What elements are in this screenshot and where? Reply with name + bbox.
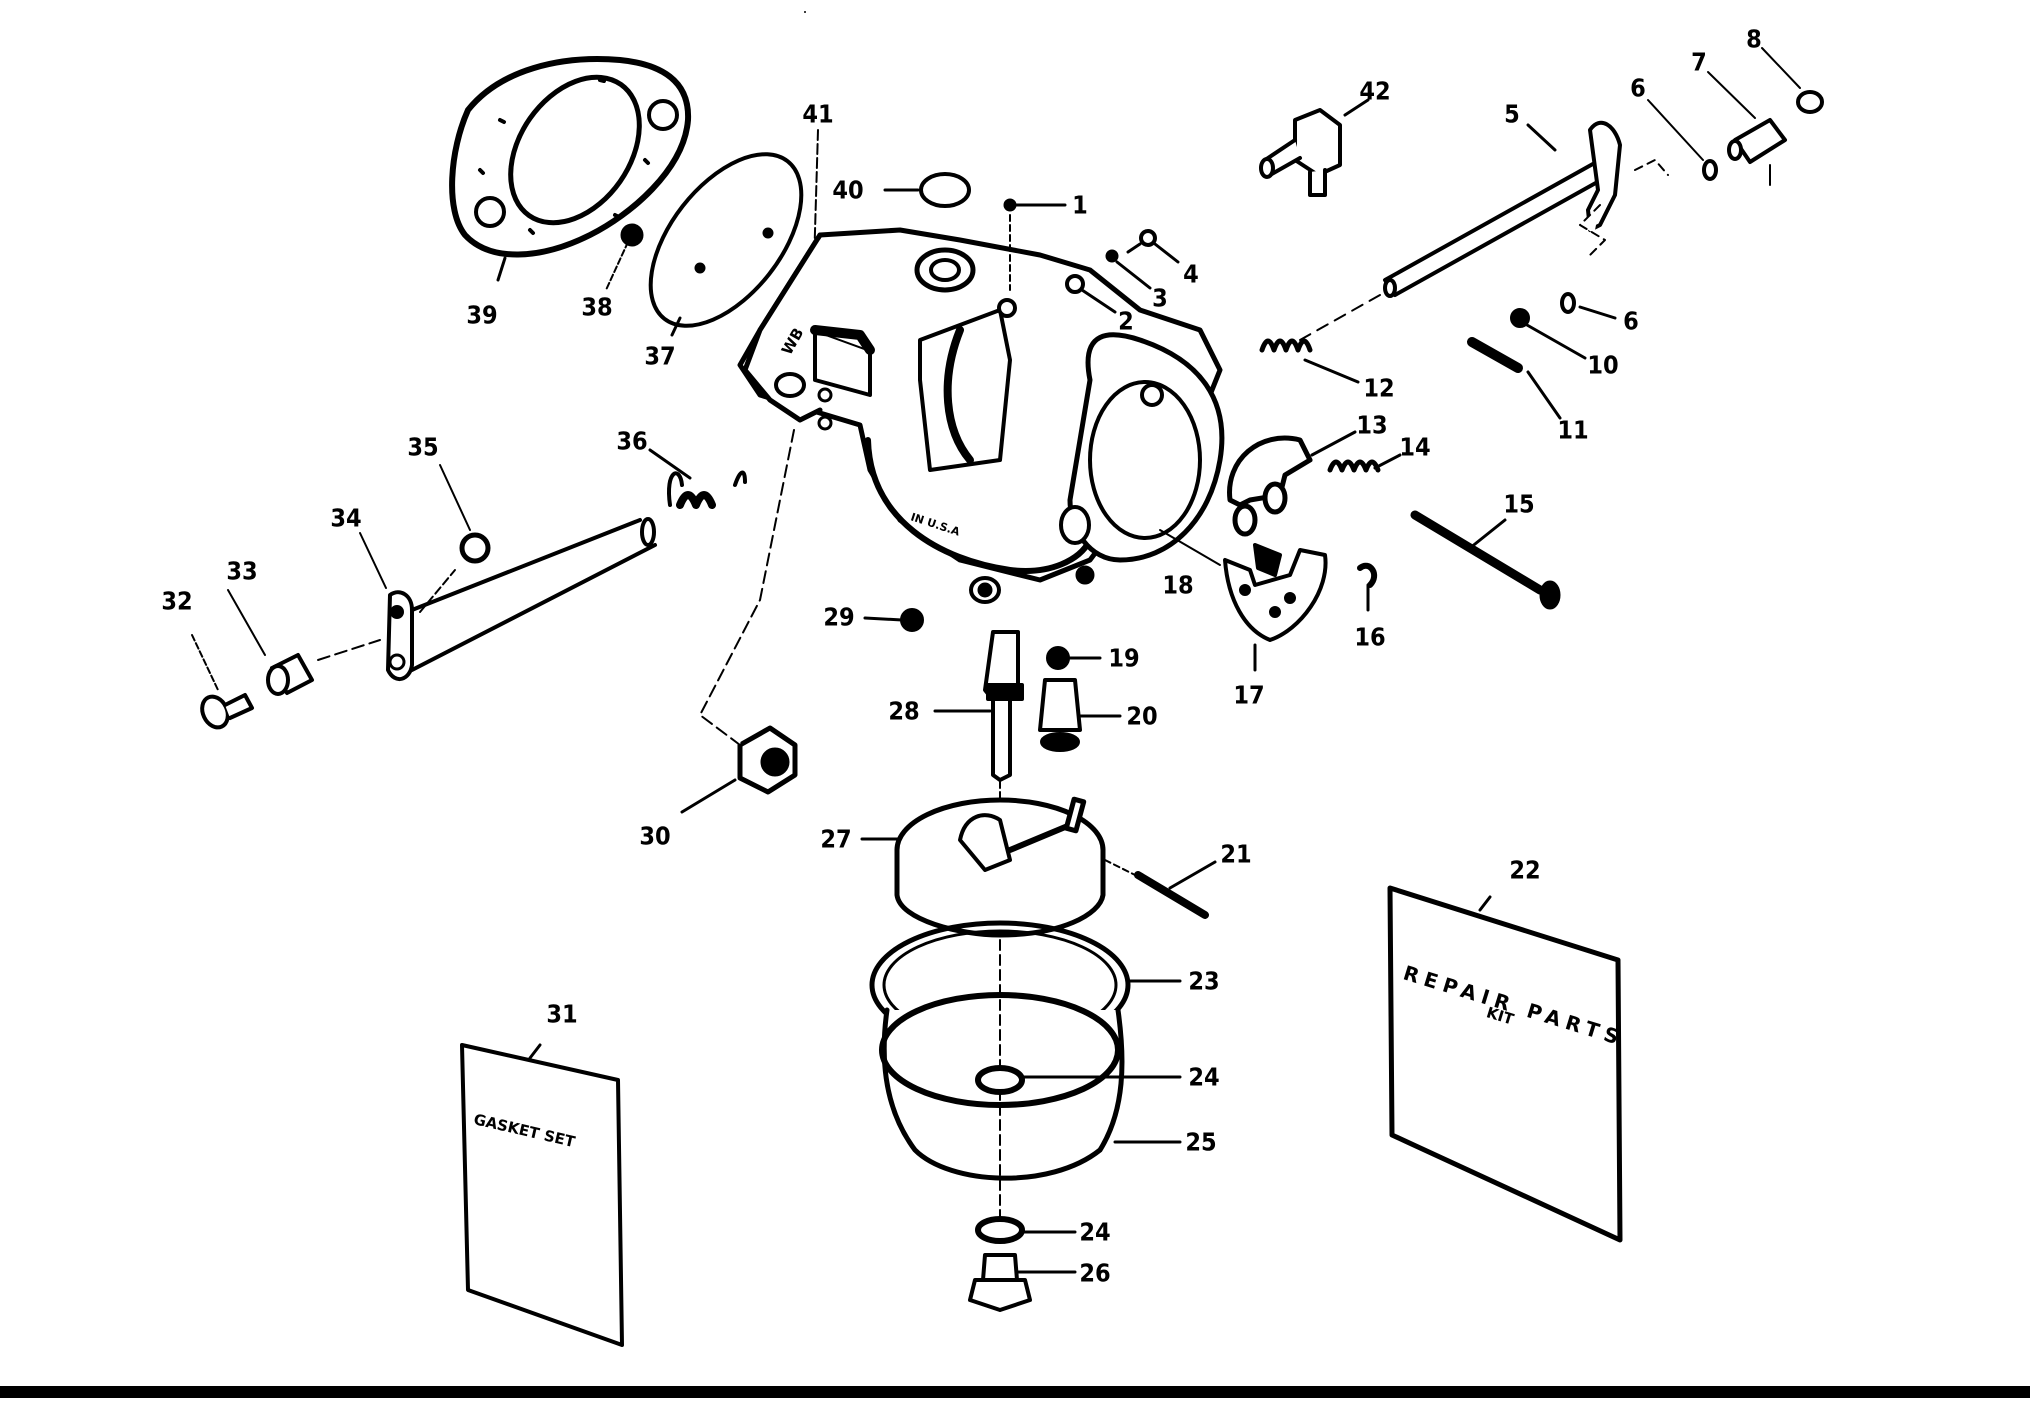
label-part-38: 38 <box>581 292 613 322</box>
label-part-37: 37 <box>644 341 676 371</box>
parts-19-20 <box>1038 646 1122 752</box>
bottom-rule <box>0 1386 2030 1398</box>
part-37-throttle-plate <box>648 152 804 337</box>
label-part-27: 27 <box>820 824 852 854</box>
part-39-mounting-gasket <box>449 56 692 282</box>
label-part-3: 3 <box>1152 283 1168 313</box>
label-part-30: 30 <box>639 821 671 851</box>
parts-1-4-screws <box>1003 198 1180 314</box>
label-part-26: 26 <box>1079 1258 1111 1288</box>
parts-24-26 <box>968 1065 1182 1312</box>
label-part-6: 6 <box>1630 73 1646 103</box>
label-part-22: 22 <box>1509 855 1541 885</box>
label-part-41: 41 <box>802 99 834 129</box>
label-part-6-lower: 6 <box>1623 306 1639 336</box>
part-25-float-bowl <box>879 939 1182 1231</box>
parts-6-7-8 <box>1560 47 1824 320</box>
label-part-28: 28 <box>888 696 920 726</box>
part-31-gasket-set-card <box>460 1043 624 1347</box>
label-part-25: 25 <box>1185 1127 1217 1157</box>
part-30-nut <box>680 429 798 814</box>
label-part-20: 20 <box>1126 701 1158 731</box>
part-40-welch-plug <box>883 172 971 208</box>
part-12-spring <box>1259 338 1360 384</box>
part-22-repair-kit-card <box>1387 885 1623 1243</box>
label-part-15: 15 <box>1503 489 1535 519</box>
label-part-33: 33 <box>226 556 258 586</box>
parts-14-15 <box>1327 453 1561 610</box>
part-42-fuel-fitting-elbow <box>1259 98 1370 197</box>
label-part-18: 18 <box>1162 570 1194 600</box>
part-27-float <box>860 796 1106 938</box>
label-part-11: 11 <box>1557 415 1589 445</box>
part-13-choke-plate <box>1227 430 1357 537</box>
label-part-12: 12 <box>1363 373 1395 403</box>
label-part-10: 10 <box>1587 350 1619 380</box>
label-part-42: 42 <box>1359 76 1391 106</box>
parts-16-17-18 <box>1159 529 1378 672</box>
part-21-float-pin <box>1104 859 1217 919</box>
label-part-23: 23 <box>1188 966 1220 996</box>
label-part-39: 39 <box>466 300 498 330</box>
label-part-24-lower: 24 <box>1079 1217 1111 1247</box>
parts-28-29 <box>863 608 1024 821</box>
part-38-screw <box>605 223 644 291</box>
label-part-4: 4 <box>1183 259 1199 289</box>
part-5-choke-shaft <box>1299 120 1669 341</box>
label-part-1: 1 <box>1072 190 1088 220</box>
label-part-36: 36 <box>616 426 648 456</box>
parts-32-36-throttle-shaft <box>191 448 747 730</box>
label-part-7: 7 <box>1691 47 1707 77</box>
label-part-5: 5 <box>1504 99 1520 129</box>
part-41-carburetor-body <box>737 227 1225 604</box>
label-part-2: 2 <box>1118 306 1134 336</box>
label-part-14: 14 <box>1399 432 1431 462</box>
label-part-29: 29 <box>823 602 855 632</box>
label-part-17: 17 <box>1233 680 1265 710</box>
label-part-13: 13 <box>1356 410 1388 440</box>
label-part-34: 34 <box>330 503 362 533</box>
label-part-40: 40 <box>832 175 864 205</box>
label-part-35: 35 <box>407 432 439 462</box>
parts-10-11 <box>1467 308 1587 420</box>
label-part-21: 21 <box>1220 839 1252 869</box>
label-part-16: 16 <box>1354 622 1386 652</box>
label-part-19: 19 <box>1108 643 1140 673</box>
label-part-31: 31 <box>546 999 578 1029</box>
label-part-8: 8 <box>1746 24 1762 54</box>
label-part-24: 24 <box>1188 1062 1220 1092</box>
label-part-32: 32 <box>161 586 193 616</box>
